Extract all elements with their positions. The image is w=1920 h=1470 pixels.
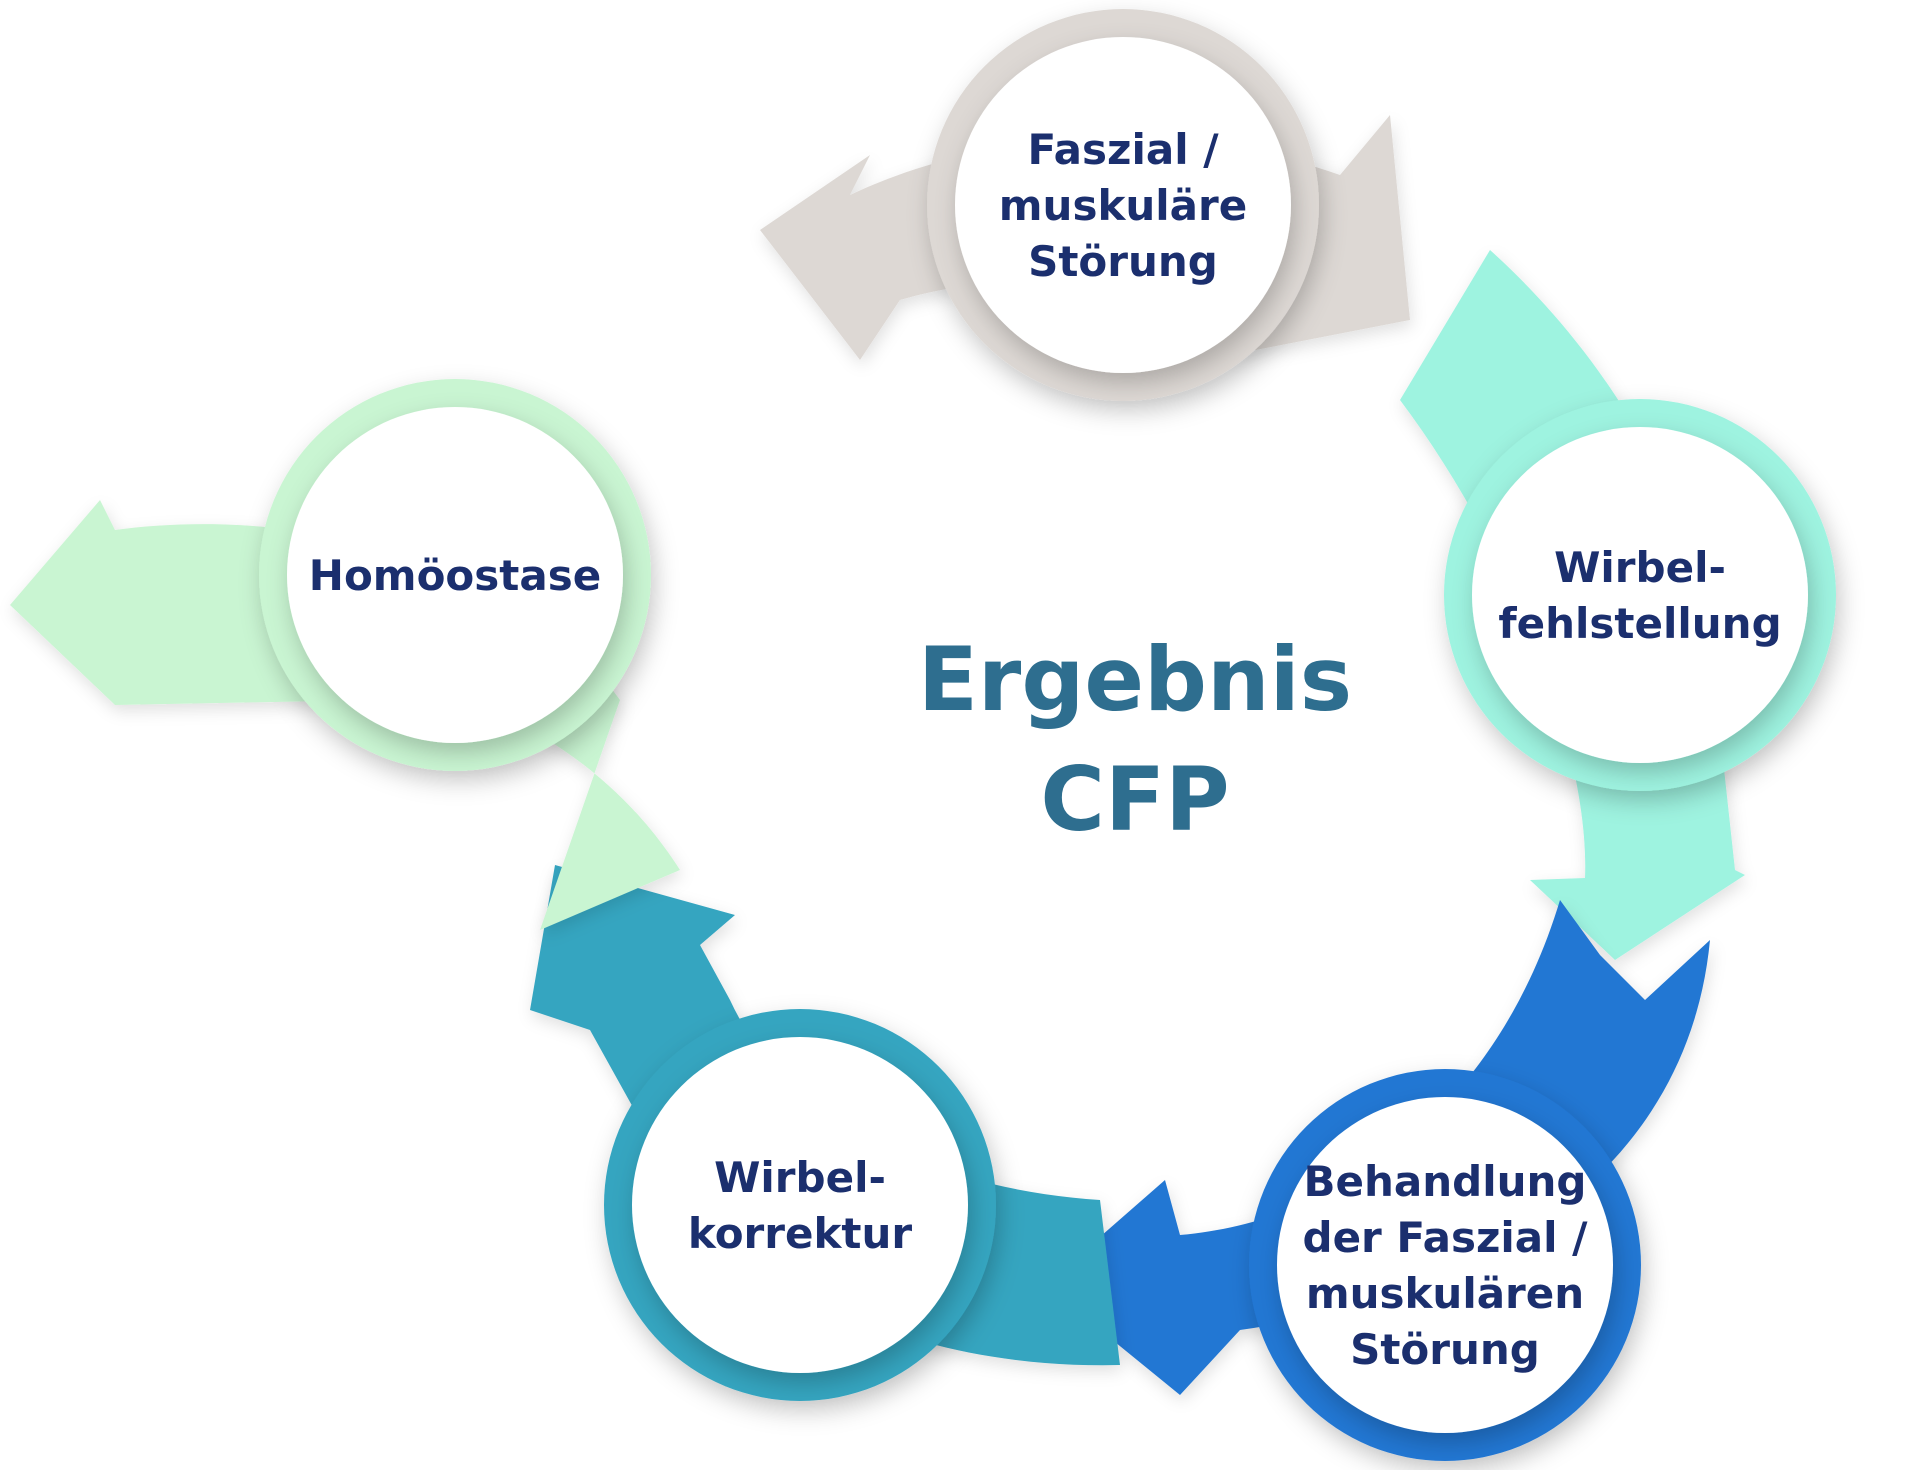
node-disc [287,407,623,743]
arrow-blue [1045,900,1710,1395]
node-label-line: Störung [1028,237,1218,286]
node-label-line: Behandlung [1304,1157,1587,1206]
cycle-nodes: Faszial /muskuläreStörungWirbel-fehlstel… [259,9,1836,1461]
node-homoo: Homöostase [259,379,651,771]
node-label-line: muskuläre [999,181,1247,230]
node-label-line: muskulären [1306,1269,1584,1318]
node-label-line: Wirbel- [1554,543,1726,592]
node-label-line: der Faszial / [1303,1213,1589,1262]
node-disc [632,1037,968,1373]
node-label-line: fehlstellung [1498,599,1781,648]
center-title-line2: CFP [1040,748,1229,851]
node-wirbelkorr: Wirbel-korrektur [604,1009,996,1401]
node-label-line: Störung [1350,1325,1540,1374]
node-disc [1277,1097,1613,1433]
center-title-line1: Ergebnis [918,628,1352,731]
node-label-line: Wirbel- [714,1153,886,1202]
node-label-line: korrektur [688,1209,912,1258]
node-label-line: Homöostase [309,551,601,600]
node-disc [955,37,1291,373]
node-wirbelfehl: Wirbel-fehlstellung [1444,399,1836,791]
node-disc [1472,427,1808,763]
node-label-line: Faszial / [1027,125,1219,174]
